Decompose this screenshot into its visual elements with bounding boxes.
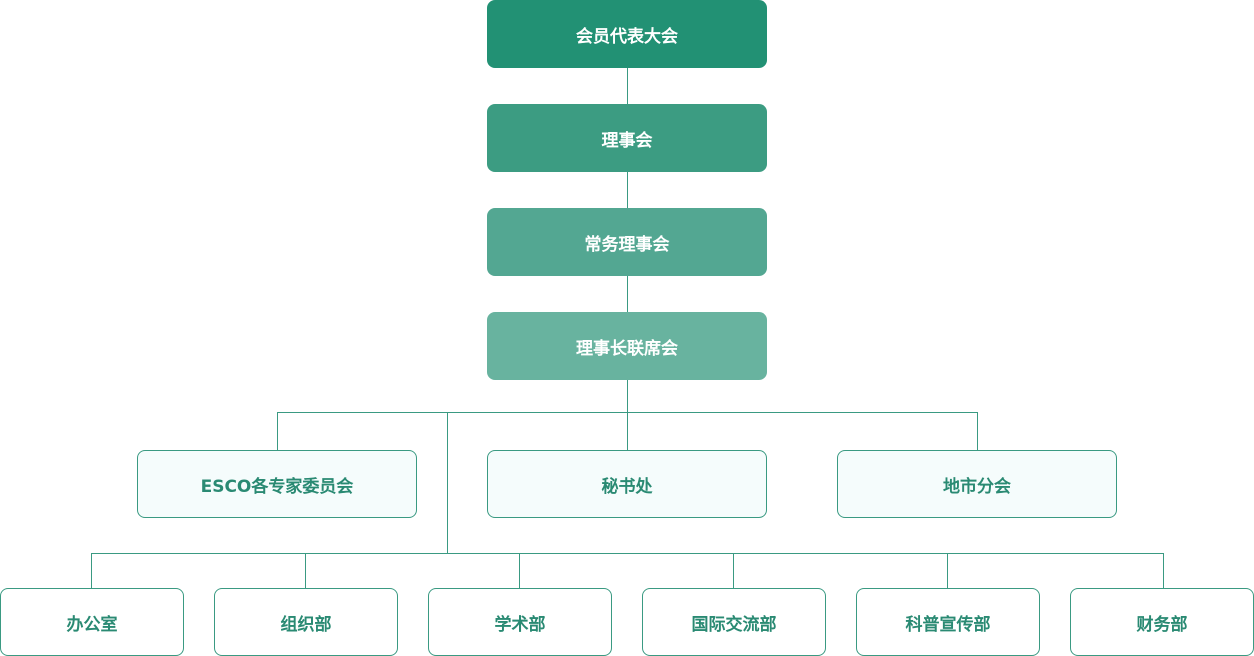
node-chairman-joint-meeting: 理事长联席会 [487,312,767,380]
node-esco-expert-committees: ESCO各专家委员会 [137,450,417,518]
node-international-exchange-dept: 国际交流部 [642,588,826,656]
node-member-congress: 会员代表大会 [487,0,767,68]
node-academic-dept: 学术部 [428,588,612,656]
node-city-branches: 地市分会 [837,450,1117,518]
node-council: 理事会 [487,104,767,172]
node-organization-dept: 组织部 [214,588,398,656]
node-secretariat: 秘书处 [487,450,767,518]
node-general-office: 办公室 [0,588,184,656]
node-science-publicity-dept: 科普宣传部 [856,588,1040,656]
node-finance-dept: 财务部 [1070,588,1254,656]
node-standing-council: 常务理事会 [487,208,767,276]
